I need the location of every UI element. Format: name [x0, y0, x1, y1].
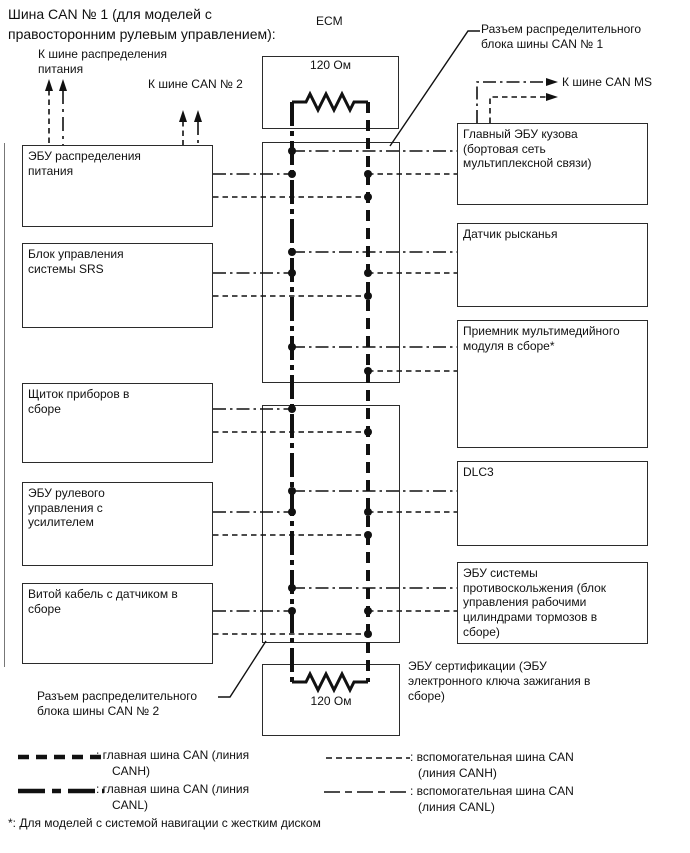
legend-item-main-canl: : главная шина CAN (линия CANL) [96, 782, 250, 813]
resistor-bottom-value: 120 Ом [310, 694, 352, 708]
to-can2-arrows [182, 121, 199, 145]
legend-sample-thin-dashed [326, 757, 410, 759]
legend-sample-thin-dashdot [324, 791, 410, 793]
left-box-srs-control-unit: Блок управления системы SRS [22, 243, 213, 328]
to-power-distribution-bus-label: К шине распределения питания [38, 47, 167, 76]
right-box-dlc3: DLC3 [457, 461, 648, 546]
arrowhead-right-icon [546, 93, 558, 101]
arrowhead-up-icon [194, 110, 202, 122]
to-power-bus-arrows [48, 90, 64, 145]
to-can2-bus-label: К шине CAN № 2 [148, 77, 243, 91]
left-box-spiral-cable-sensor: Витой кабель с датчиком в сборе [22, 583, 213, 664]
connector-can1-label: Разъем распределительного блока шины CAN… [481, 22, 642, 51]
legend-item-main-canh: : главная шина CAN (линия CANH) [96, 748, 250, 779]
right-box-main-body-ecu: Главный ЭБУ кузова (бортовая сеть мульти… [457, 123, 648, 205]
legend-sample-bold-dashdot [18, 788, 104, 794]
can1-junction-connector-box [262, 142, 400, 383]
right-box-yaw-rate-sensor: Датчик рысканья [457, 223, 648, 307]
diagram-title: Шина CAN № 1 (для моделей с правосторонн… [8, 6, 276, 42]
legend-item-aux-canh: : вспомогательная шина CAN (линия CANH) [410, 750, 574, 781]
footnote: *: Для моделей с системой навигации с же… [8, 816, 321, 830]
left-box-power-steering-ecu: ЭБУ рулевого управления с усилителем [22, 482, 213, 566]
certification-ecu-resistor-box [262, 664, 400, 736]
ecm-label: ECM [316, 14, 343, 28]
legend-sample-bold-dashed [18, 754, 104, 760]
connector-can2-pointer-line [218, 640, 267, 698]
legend-item-aux-canl: : вспомогательная шина CAN (линия CANL) [410, 784, 574, 815]
left-box-power-distribution-ecu: ЭБУ распределения питания [22, 145, 213, 227]
connector-can2-label: Разъем распределительного блока шины CAN… [37, 689, 198, 718]
resistor-top-value: 120 Ом [310, 58, 351, 72]
arrowhead-up-icon [45, 79, 53, 91]
can2-junction-connector-box [262, 405, 400, 643]
arrowhead-up-icon [179, 110, 187, 122]
to-can-ms-arrows [476, 81, 547, 123]
right-box-skid-control-ecu: ЭБУ системы противоскольжения (блок упра… [457, 562, 648, 644]
to-can-ms-bus-label: К шине CAN MS [562, 75, 652, 89]
arrowhead-up-icon [59, 79, 67, 91]
certification-ecu-label: ЭБУ сертификации (ЭБУ электронного ключа… [408, 659, 591, 703]
arrowhead-right-icon [546, 78, 558, 86]
left-box-instrument-cluster: Щиток приборов в сборе [22, 383, 213, 463]
right-box-multimedia-receiver: Приемник мультимедийного модуля в сборе* [457, 320, 648, 448]
